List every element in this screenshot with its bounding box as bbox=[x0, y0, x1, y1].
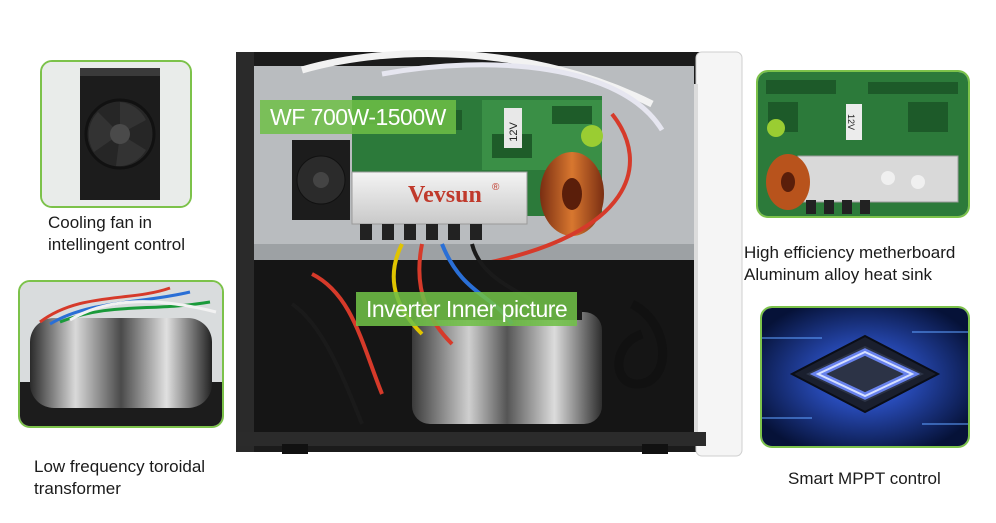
inverter-inner-photo: 12V Vevsun ® bbox=[232, 44, 744, 458]
mppt-caption: Smart MPPT control bbox=[788, 469, 941, 488]
mppt-inset bbox=[760, 306, 970, 448]
board-marking-label: 12V bbox=[508, 122, 520, 142]
model-label: WF 700W-1500W bbox=[260, 100, 456, 134]
circuit-board-icon: 12V bbox=[758, 72, 968, 216]
fan-caption: Cooling fan in intellingent control bbox=[48, 212, 185, 256]
fan-caption-line1: Cooling fan in bbox=[48, 213, 152, 232]
motherboard-caption-line1: High efficiency metherboard bbox=[744, 243, 956, 262]
motherboard-inset: 12V bbox=[756, 70, 970, 218]
motherboard-marking: 12V bbox=[846, 114, 856, 130]
transformer-caption-line2: transformer bbox=[34, 479, 121, 498]
transformer-inset bbox=[18, 280, 224, 428]
processor-chip-icon bbox=[762, 308, 968, 446]
toroidal-transformer-icon bbox=[20, 282, 222, 426]
motherboard-caption-line2: Aluminum alloy heat sink bbox=[744, 265, 933, 284]
transformer-caption-line1: Low frequency toroidal bbox=[34, 457, 206, 476]
fan-caption-line2: intellingent control bbox=[48, 235, 186, 254]
fan-inset bbox=[40, 60, 192, 208]
cooling-fan-icon bbox=[42, 62, 190, 206]
brand-label: Vevsun bbox=[408, 182, 482, 208]
transformer-caption: Low frequency toroidal transformer bbox=[34, 456, 205, 500]
motherboard-caption: High efficiency metherboard Aluminum all… bbox=[744, 242, 955, 286]
brand-mark: ® bbox=[492, 182, 500, 193]
inner-picture-label: Inverter Inner picture bbox=[356, 292, 578, 326]
